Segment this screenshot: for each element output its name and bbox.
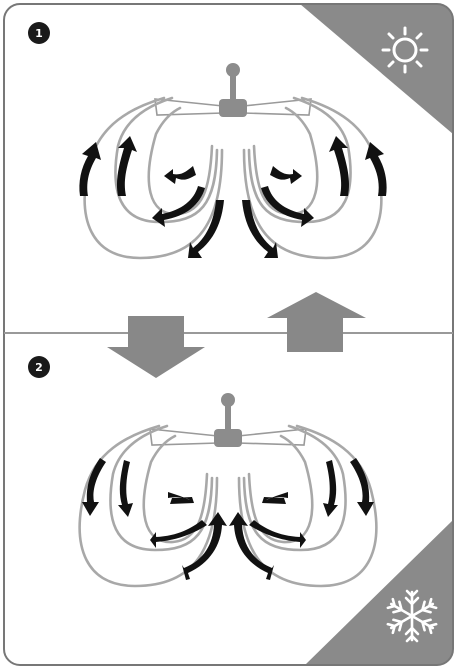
sun-corner-triangle: [300, 4, 453, 134]
diagram-frame: [3, 3, 454, 666]
step-label-1: 1: [35, 27, 43, 40]
step-badge-2: 2: [28, 356, 50, 378]
snowflake-icon: [386, 589, 438, 643]
down-arrow-icon: [107, 316, 205, 378]
snow-corner-triangle: [305, 520, 453, 665]
up-arrow-icon: [267, 292, 366, 352]
sun-icon: [381, 26, 429, 74]
step-label-2: 2: [35, 361, 43, 374]
step-badge-1: 1: [28, 22, 50, 44]
